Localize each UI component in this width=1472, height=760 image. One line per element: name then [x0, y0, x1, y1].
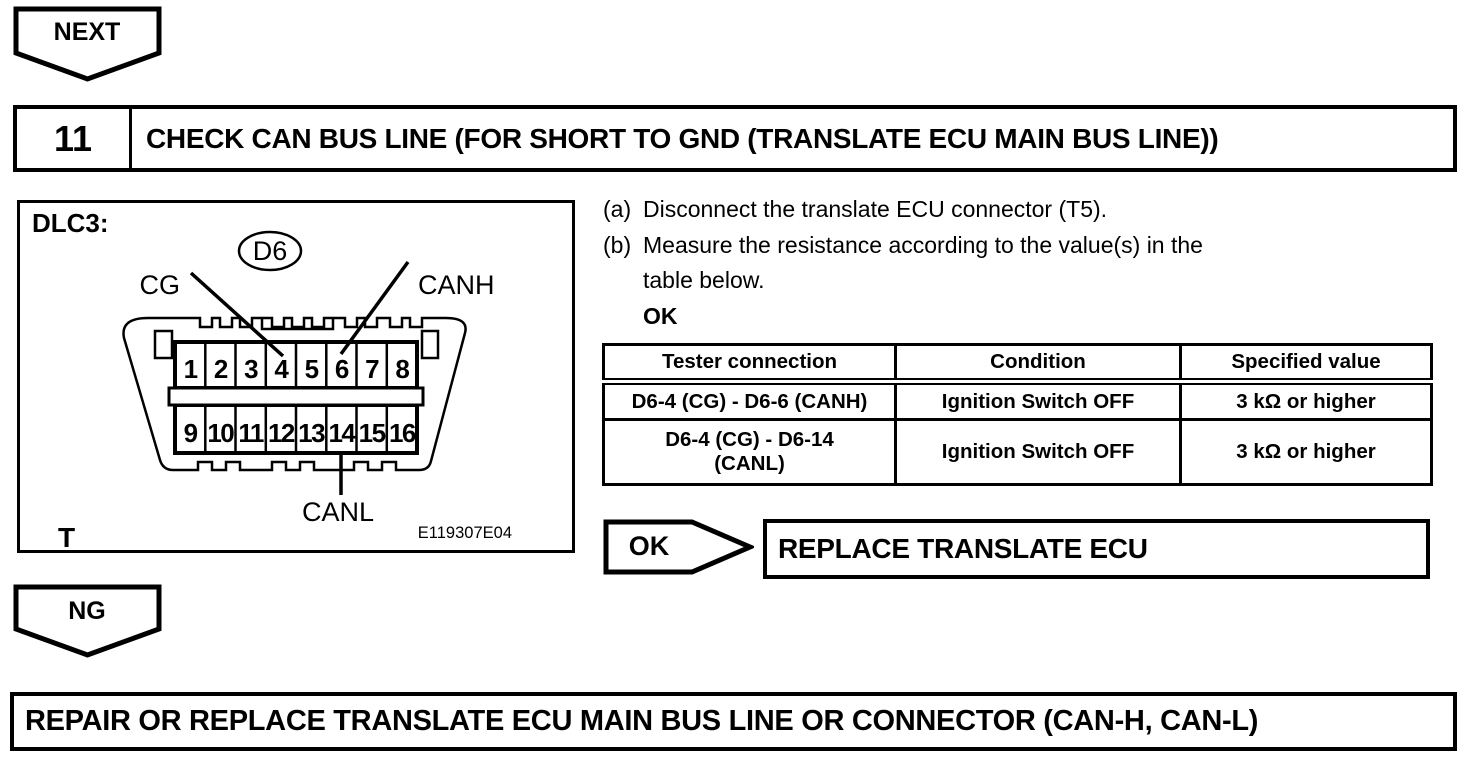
- canh-label: CANH: [418, 270, 495, 300]
- canl-label: CANL: [302, 497, 374, 527]
- connector-id-oval: [237, 230, 303, 272]
- col-header-tester-connection: Tester connection: [602, 343, 897, 385]
- table-row: D6-4 (CG) - D6-14 (CANL) Ignition Switch…: [602, 418, 1433, 486]
- mount-hole-left: [153, 329, 174, 360]
- pin-number-16: 16: [389, 418, 416, 448]
- step-number: 11: [17, 109, 132, 168]
- table-row: D6-4 (CG) - D6-6 (CANH) Ignition Switch …: [602, 380, 1433, 421]
- pin-row-separator-bar: [167, 386, 425, 407]
- instruction-step-b: (b) Measure the resistance according to …: [603, 228, 1418, 299]
- figure-code: E119307E04: [418, 524, 512, 542]
- cell-condition: Ignition Switch OFF: [894, 418, 1182, 486]
- pin-number-10: 10: [207, 418, 234, 448]
- pin-row-top: [173, 340, 419, 390]
- pin-number-5: 5: [305, 354, 319, 384]
- pin-number-9: 9: [184, 418, 198, 448]
- ng-action-box: REPAIR OR REPLACE TRANSLATE ECU MAIN BUS…: [10, 692, 1457, 751]
- pin-number-12: 12: [268, 418, 295, 448]
- cg-label: CG: [140, 270, 181, 300]
- step-header: 11 CHECK CAN BUS LINE (FOR SHORT TO GND …: [13, 105, 1457, 172]
- instruction-step-a-label: (a): [603, 196, 632, 222]
- canh-leader-line: [339, 260, 410, 356]
- col-header-condition: Condition: [894, 343, 1182, 385]
- instruction-step-b-label: (b): [603, 231, 632, 258]
- figure-corner-mark: T: [58, 522, 75, 553]
- pin-number-8: 8: [395, 354, 409, 384]
- instruction-step-b-text: Measure the resistance according to the …: [643, 231, 1203, 294]
- cell-specified-value: 3 kΩ or higher: [1179, 418, 1433, 486]
- next-flow-arrow: NEXT: [13, 6, 162, 82]
- cell-tester-connection: D6-4 (CG) - D6-6 (CANH): [602, 380, 897, 421]
- cg-leader-line: [189, 271, 285, 358]
- next-arrow-label: NEXT: [54, 18, 121, 46]
- instruction-result-label: OK: [643, 302, 678, 329]
- cell-specified-value: 3 kΩ or higher: [1179, 380, 1433, 421]
- pin-number-3: 3: [244, 354, 258, 384]
- figure-title: DLC3:: [32, 208, 109, 238]
- instruction-step-a: (a) Disconnect the translate ECU connect…: [603, 192, 1418, 228]
- cell-tester-connection: D6-4 (CG) - D6-14 (CANL): [602, 418, 897, 486]
- pin-row-top-dividers: [204, 342, 389, 388]
- cell-condition: Ignition Switch OFF: [894, 380, 1182, 421]
- ng-arrow-shape: [13, 584, 162, 658]
- pin-row-bottom-dividers: [204, 405, 389, 453]
- pin-number-2: 2: [214, 354, 228, 384]
- pin-number-7: 7: [365, 354, 379, 384]
- table-header-row: Tester connection Condition Specified va…: [602, 343, 1433, 385]
- connector-id-label: D6: [253, 236, 288, 266]
- ng-arrow-label: NG: [68, 597, 106, 625]
- connector-top-recess: [260, 318, 335, 331]
- pin-number-13: 13: [298, 418, 325, 448]
- pin-number-1: 1: [184, 354, 198, 384]
- pin-number-6: 6: [335, 354, 349, 384]
- pin-number-11: 11: [238, 418, 264, 448]
- step-title: CHECK CAN BUS LINE (FOR SHORT TO GND (TR…: [146, 122, 1219, 154]
- mount-hole-right: [420, 329, 440, 360]
- pin-row-bottom: [173, 403, 419, 455]
- ok-action-text: REPLACE TRANSLATE ECU: [778, 533, 1148, 564]
- ng-action-text: REPAIR OR REPLACE TRANSLATE ECU MAIN BUS…: [25, 705, 1259, 737]
- instruction-step-a-text: Disconnect the translate ECU connector (…: [643, 196, 1108, 222]
- pin-number-15: 15: [359, 418, 386, 448]
- ok-arrow-label: OK: [629, 531, 670, 561]
- instruction-list: (a) Disconnect the translate ECU connect…: [603, 192, 1418, 334]
- ok-flow-arrow: OK: [603, 519, 754, 575]
- pin-number-14: 14: [328, 418, 356, 448]
- next-arrow-shape: [13, 6, 162, 82]
- specification-table: Tester connection Condition Specified va…: [602, 343, 1433, 486]
- pin-number-4: 4: [274, 354, 289, 384]
- ok-arrow-shape: [603, 519, 754, 575]
- ng-flow-arrow: NG: [13, 584, 162, 658]
- ok-action-box: REPLACE TRANSLATE ECU: [763, 519, 1430, 579]
- col-header-specified-value: Specified value: [1179, 343, 1433, 385]
